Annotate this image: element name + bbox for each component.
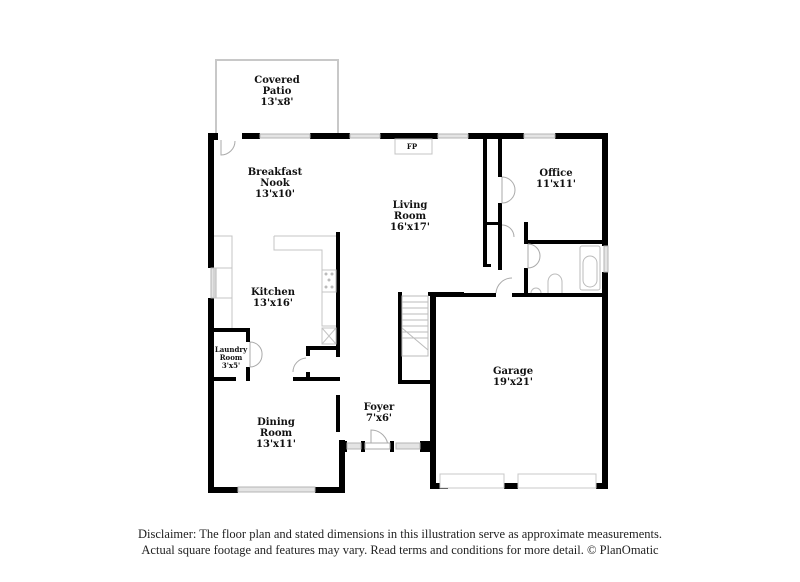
fireplace-label: FP xyxy=(406,142,418,151)
room-dimensions: 13'x16' xyxy=(253,298,293,309)
room-label-laundry-room: Laundry Room 3'x5' xyxy=(215,346,247,370)
room-name: Breakfast xyxy=(247,167,303,178)
room-name: Room xyxy=(219,353,243,362)
room-dimensions: 7'x6' xyxy=(365,413,393,424)
room-name: Nook xyxy=(260,178,290,189)
interior-walls xyxy=(212,139,608,432)
room-label-foyer: Foyer 7'x6' xyxy=(364,402,395,424)
disclaimer-line-1: Disclaimer: The floor plan and stated di… xyxy=(138,527,662,541)
exterior-walls xyxy=(208,133,608,493)
disclaimer-line-2: Actual square footage and features may v… xyxy=(141,543,659,557)
room-name: Office xyxy=(539,168,573,179)
room-name: Foyer xyxy=(363,402,395,413)
room-name: Garage xyxy=(492,366,534,377)
room-name: Patio xyxy=(262,86,292,97)
room-dimensions: 19'x21' xyxy=(493,377,533,388)
room-dimensions: 3'x5' xyxy=(221,361,241,370)
fireplace xyxy=(394,138,433,155)
covered-patio-outline xyxy=(215,59,339,136)
disclaimer: Disclaimer: The floor plan and stated di… xyxy=(0,526,800,558)
door-swings xyxy=(220,140,541,450)
room-dimensions: 13'x11' xyxy=(256,439,296,450)
room-dimensions: 13'x8' xyxy=(260,97,294,108)
room-name: Kitchen xyxy=(250,287,296,298)
stove-burners xyxy=(324,272,334,289)
room-dimensions: 13'x10' xyxy=(255,189,295,200)
room-label-covered-patio: Covered Patio 13'x8' xyxy=(254,75,299,108)
room-label-living-room: Living Room 16'x17' xyxy=(390,200,430,233)
room-label-garage: Garage 19'x21' xyxy=(493,366,533,388)
room-label-kitchen: Kitchen 13'x16' xyxy=(251,287,295,309)
room-dimensions: 16'x17' xyxy=(390,222,430,233)
room-label-office: Office 11'x11' xyxy=(536,168,576,190)
room-name: Dining xyxy=(257,417,295,428)
room-name: Laundry xyxy=(214,345,248,354)
room-name: Room xyxy=(259,428,293,439)
room-name: Room xyxy=(393,211,427,222)
room-label-dining-room: Dining Room 13'x11' xyxy=(256,417,296,450)
room-label-breakfast-nook: Breakfast Nook 13'x10' xyxy=(248,167,303,200)
room-name: Living xyxy=(392,200,428,211)
staircase xyxy=(401,295,429,357)
bath-fixtures xyxy=(530,245,601,294)
kitchen-counters xyxy=(213,235,337,345)
room-dimensions: 11'x11' xyxy=(536,179,576,190)
room-name: Covered xyxy=(254,75,300,86)
